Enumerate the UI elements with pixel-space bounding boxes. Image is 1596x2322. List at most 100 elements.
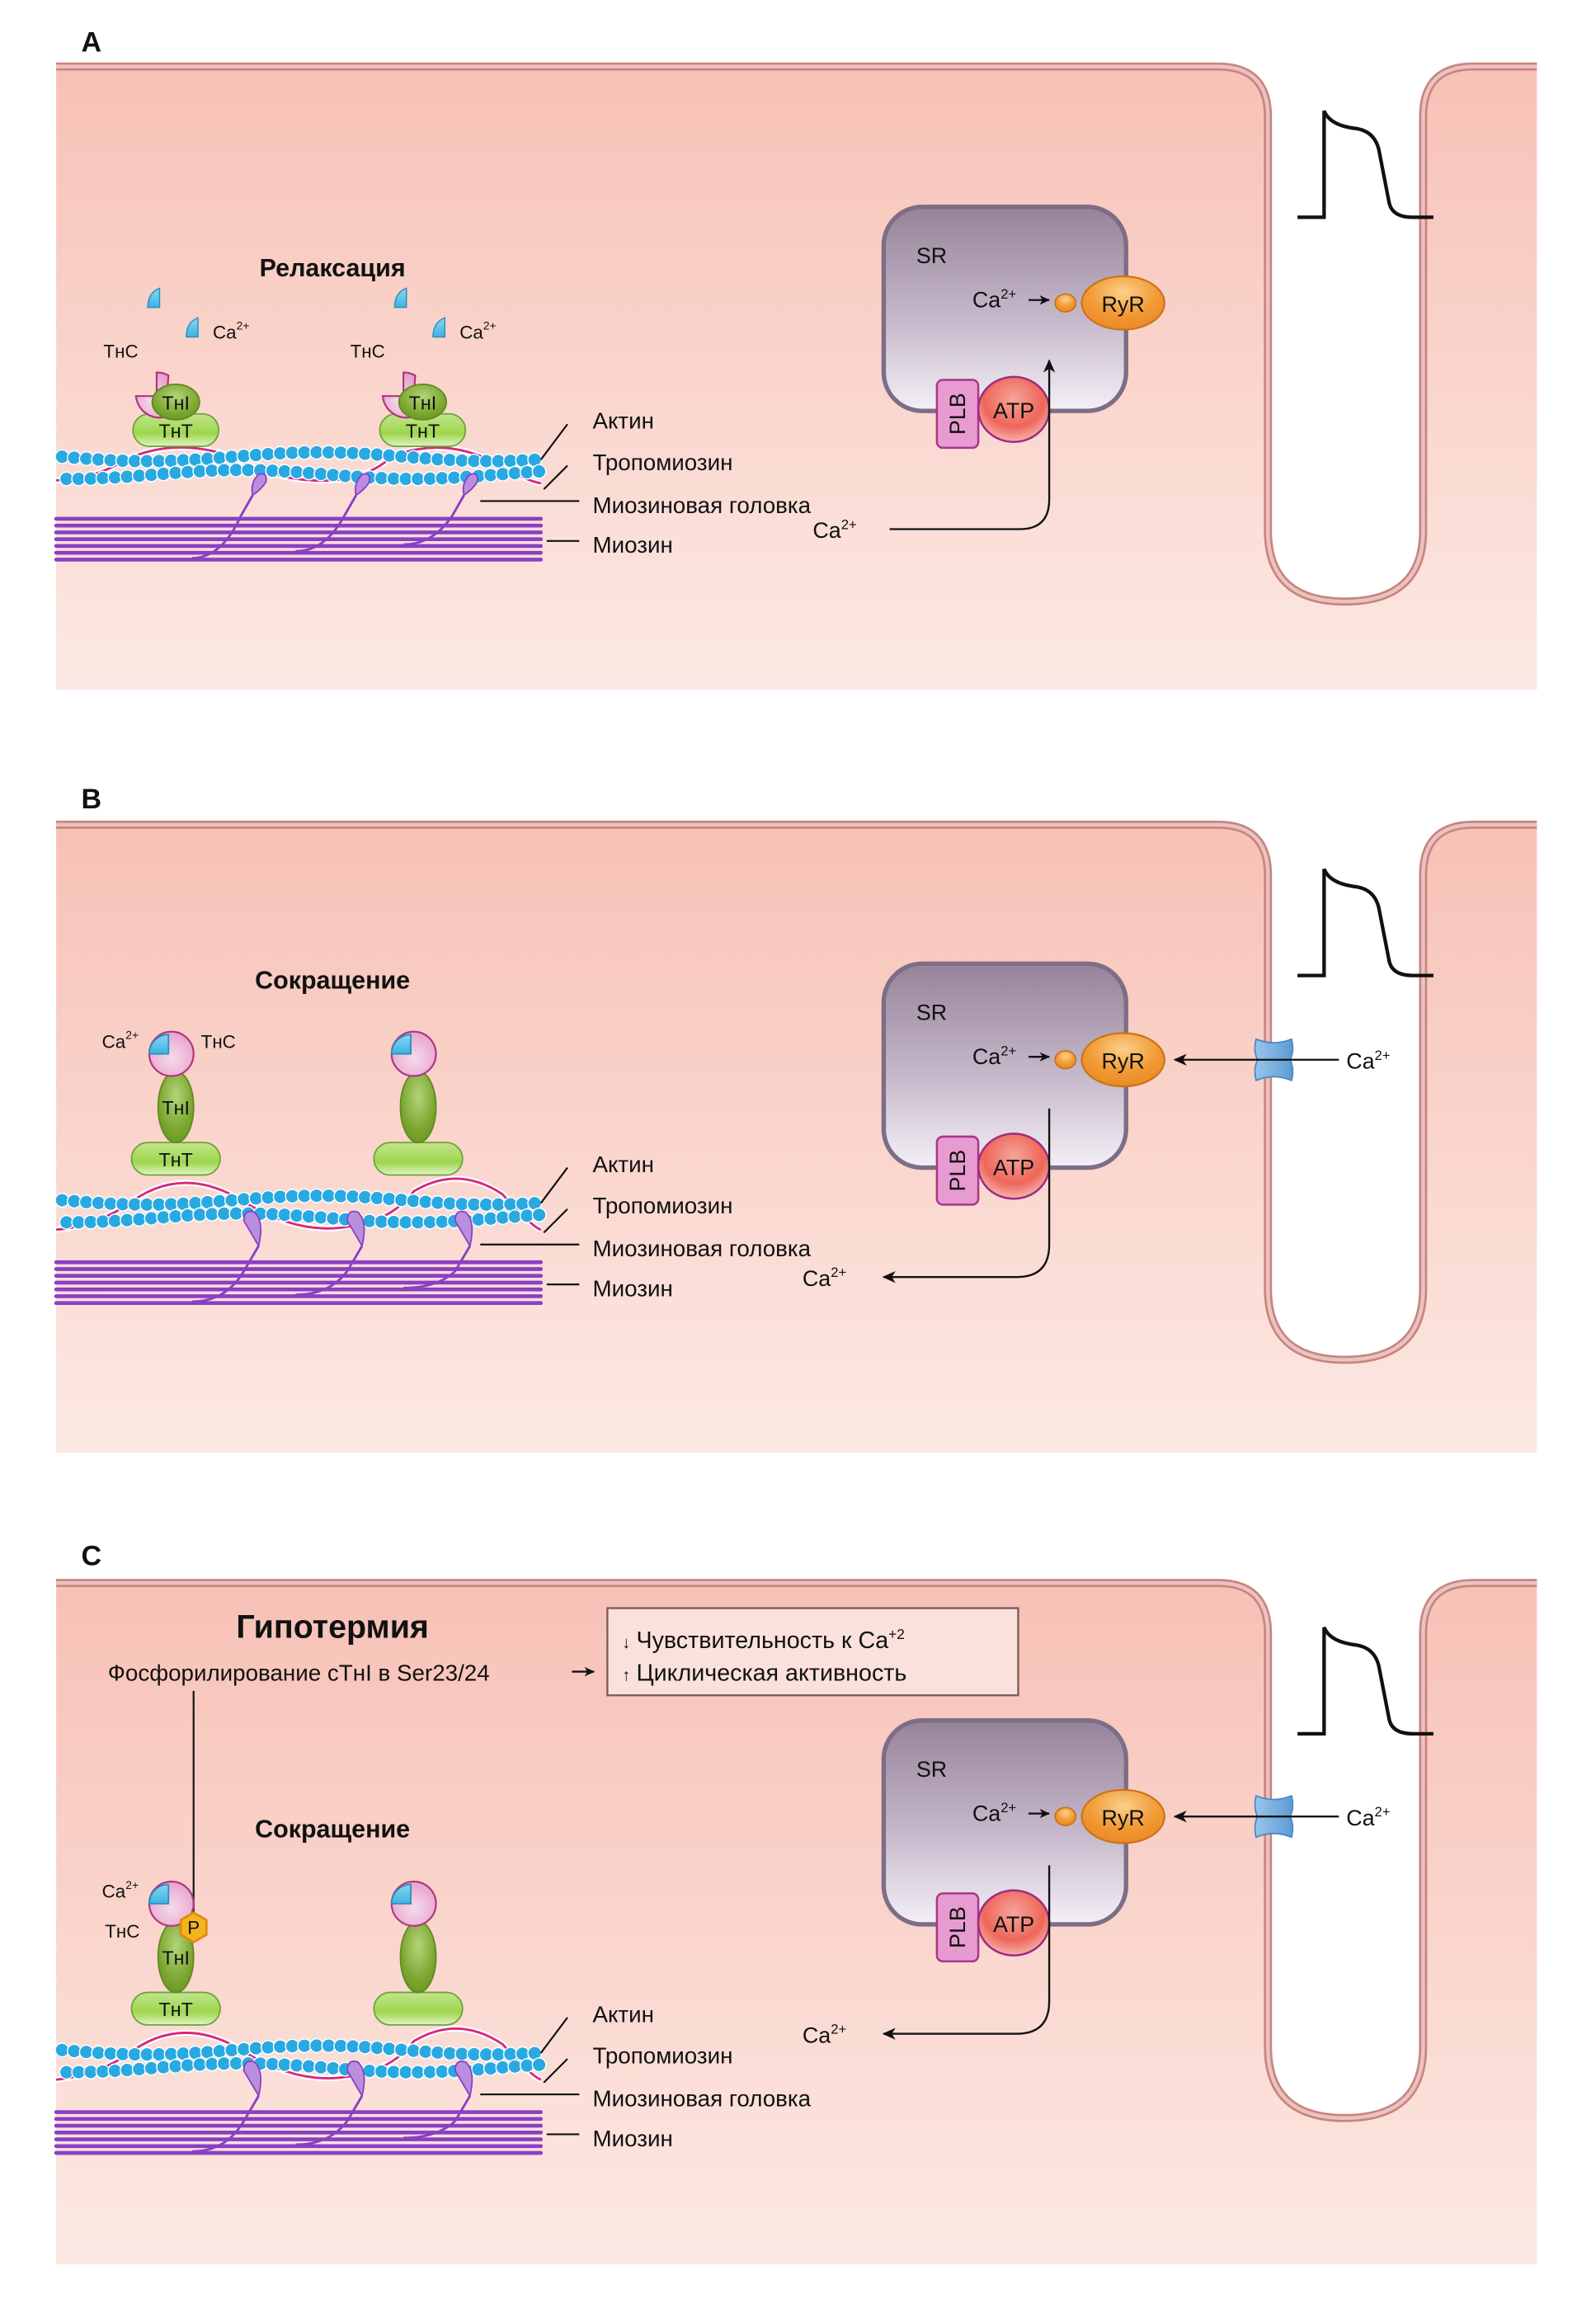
myosin-thick-filament: [54, 1260, 544, 1306]
troponin-c-label: ТнС: [201, 1031, 236, 1052]
actin-monomer: [483, 468, 498, 483]
actin-monomer: [180, 2057, 195, 2073]
leader-line-actin: [539, 423, 568, 460]
plb-label: PLB: [945, 393, 970, 435]
ryanodine-receptor: [1080, 1032, 1165, 1088]
myosin-head-globule: [462, 473, 478, 497]
effect-text: Циклическая активность: [636, 1660, 906, 1686]
actin-monomer: [418, 2044, 433, 2060]
label-tropomyosin: Тропомиозин: [592, 2042, 732, 2068]
actin-monomer: [120, 469, 135, 484]
actin-monomer: [144, 2061, 159, 2076]
actin-monomer: [212, 1194, 228, 1209]
panel-letter-b: B: [82, 784, 102, 815]
actin-monomer: [131, 2061, 147, 2077]
actin-monomer: [325, 467, 341, 483]
calcium-label-base: Ca: [213, 322, 237, 342]
myosin-head: [191, 2061, 262, 2153]
actin-monomer: [144, 467, 159, 483]
ryr-pore: [1054, 293, 1077, 313]
actin-monomer: [224, 1193, 239, 1208]
plb-label: PLB: [945, 1906, 970, 1948]
sarcolemma-inner: [56, 822, 1537, 1362]
actin-monomer: [519, 2058, 534, 2074]
myosin-neck: [403, 494, 465, 546]
actin-monomer: [393, 1192, 409, 1208]
phosphate-group: [179, 1911, 208, 1944]
actin-monomer: [495, 1210, 511, 1226]
myosin-head: [295, 2061, 365, 2146]
troponin-c-label: ТнС: [103, 341, 138, 362]
calcium-ion: [186, 317, 199, 338]
label-myosin: Миозин: [592, 2126, 672, 2151]
effect-direction-arrow: ↓: [622, 1634, 630, 1652]
state-title-contraction: Сокращение: [255, 1815, 410, 1843]
actin-monomer: [381, 2041, 397, 2056]
cytosolic-calcium-label-base: Ca: [803, 2023, 831, 2047]
panel-letter-a: A: [82, 27, 102, 59]
actin-monomer: [430, 1195, 445, 1211]
calcium-label-base: Ca: [102, 1882, 126, 1902]
bound-calcium-ion: [390, 1034, 412, 1055]
sr-label: SR: [916, 1757, 947, 1782]
troponin-t: [373, 1991, 464, 2026]
actin-monomer: [495, 466, 511, 482]
actin-monomer: [107, 2063, 123, 2079]
troponin-i-label: ТнI: [162, 1947, 190, 1968]
effect-superscript: +2: [888, 1626, 905, 1642]
calcium-label-superscript: 2+: [125, 1029, 139, 1042]
calcium-label-superscript: 2+: [483, 319, 497, 332]
actin-monomer: [313, 466, 329, 482]
sr-calcium-label-superscript: 2+: [1000, 1800, 1016, 1816]
actin-monomer: [370, 2040, 385, 2056]
troponin-i-label: ТнI: [162, 392, 190, 413]
actin-monomer: [156, 2060, 172, 2075]
actin-monomer: [180, 1208, 195, 1223]
label-tropomyosin: Тропомиозин: [592, 450, 732, 475]
actin-monomer: [180, 464, 195, 480]
actin-monomer: [313, 1209, 329, 1225]
sr-label: SR: [916, 1000, 947, 1024]
actin-monomer: [370, 447, 385, 463]
leader-line-tropomyosin: [543, 2058, 568, 2084]
troponin-i: [398, 383, 447, 421]
actin-monomer: [91, 452, 106, 467]
cardiomyocyte-cytoplasm: [56, 1583, 1537, 2265]
effect-item: ↓Чувствительность к Ca+2: [622, 1626, 904, 1654]
leader-line-tropomyosin: [543, 464, 568, 490]
actin-monomer: [78, 1194, 94, 1210]
calcium-ion: [432, 317, 446, 338]
panel-letter-c: C: [82, 1541, 102, 1572]
actin-filament: [54, 2037, 547, 2080]
sarcolemma-inner: [56, 1580, 1537, 2120]
actin-monomer: [381, 448, 397, 464]
actin-monomer: [248, 447, 264, 463]
ca-release-arrow: [882, 1865, 1051, 2040]
sr-calcium-label: Ca2+: [972, 286, 1016, 313]
actin-monomer: [248, 2041, 264, 2056]
actin-monomer: [144, 1210, 159, 1226]
panel-b: BСокращениеТнТТнICa2+ТнСАктинТропомиозин…: [54, 784, 1537, 1453]
phosphorylation-text: Фосфорилирование сТнI в Ser23/24: [108, 1660, 490, 1685]
leader-line-actin: [539, 1166, 568, 1204]
actin-monomer: [107, 1213, 123, 1229]
calcium-label: Ca2+: [102, 1029, 139, 1053]
actin-monomer: [471, 2061, 487, 2077]
myosin-neck: [295, 1245, 364, 1297]
actin-monomer: [156, 466, 172, 482]
actin-monomer: [325, 1211, 341, 1227]
ryanodine-receptor: [1080, 1788, 1165, 1844]
label-myosin: Миозин: [592, 532, 672, 558]
actin-monomer: [357, 2039, 373, 2055]
actin-monomer: [531, 464, 547, 479]
label-actin: Актин: [592, 2001, 654, 2027]
myosin-head-globule: [454, 2061, 473, 2098]
myosin-head-globule: [242, 2061, 262, 2098]
state-title-relaxation: Релаксация: [260, 254, 406, 282]
actin-monomer: [212, 450, 228, 465]
ryr-pore: [1054, 1050, 1077, 1070]
actin-monomer: [78, 451, 94, 466]
state-title-contraction: Сокращение: [255, 967, 410, 995]
cytosolic-calcium-label-superscript: 2+: [831, 1265, 846, 1280]
